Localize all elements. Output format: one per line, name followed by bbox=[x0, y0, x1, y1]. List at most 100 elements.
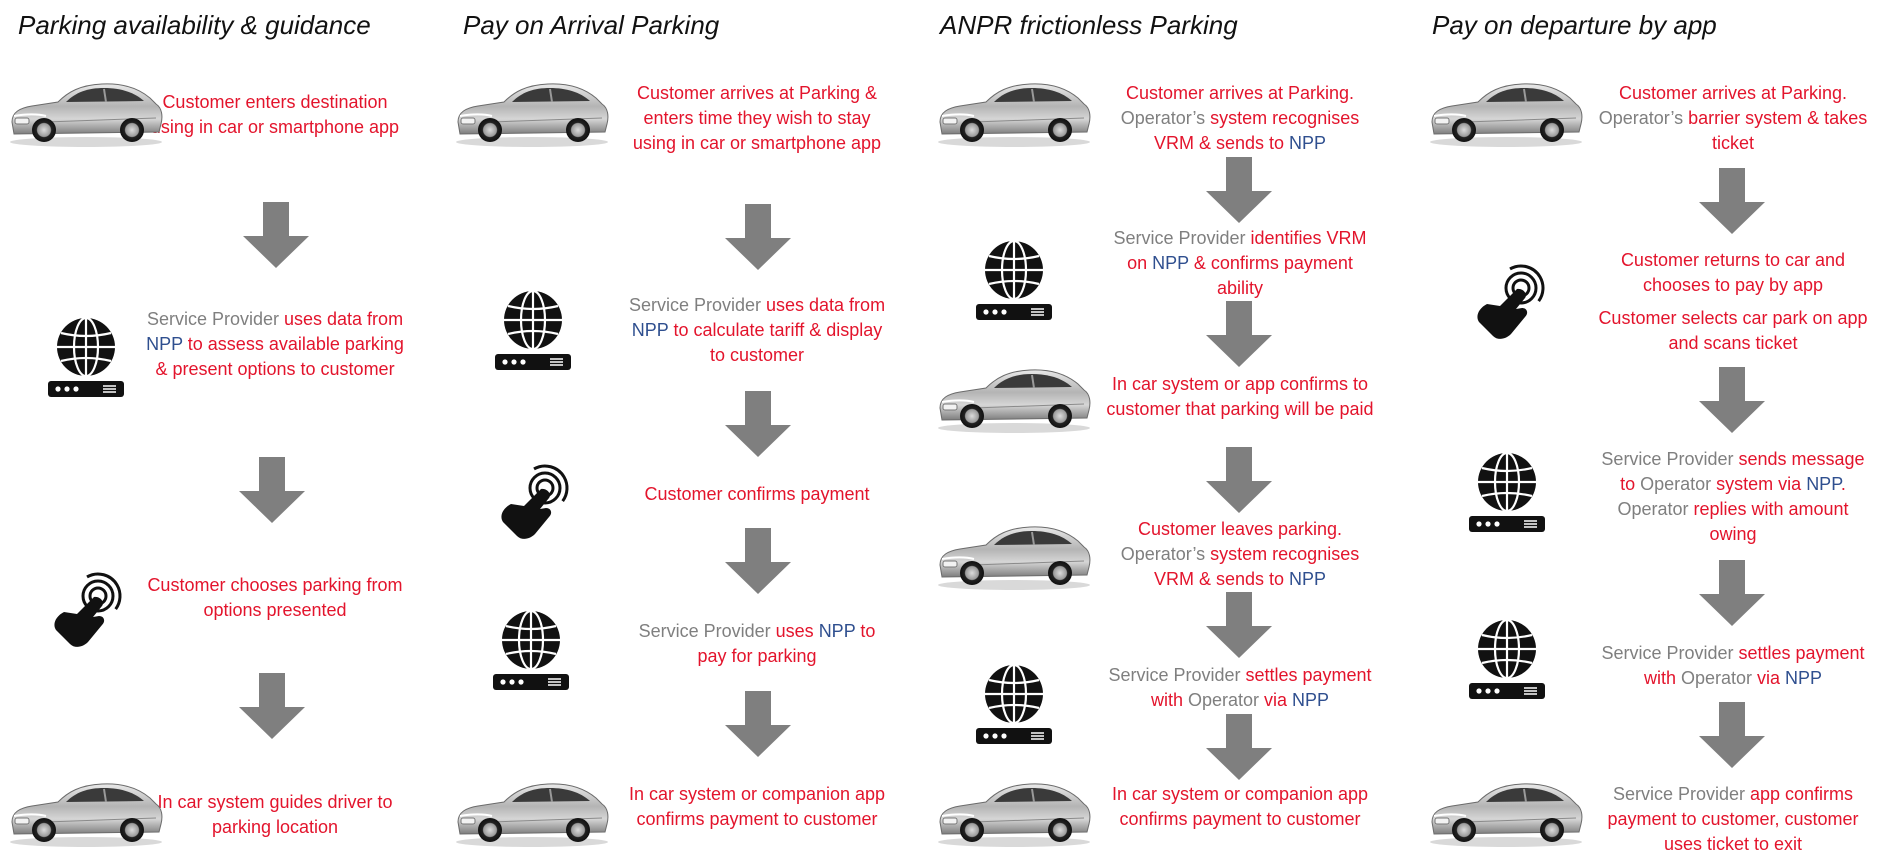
down-arrow-icon bbox=[1699, 560, 1765, 626]
step-text-segment: app confirms payment to customer, custom… bbox=[1607, 784, 1859, 854]
step-text-segment: Customer returns to car and chooses to p… bbox=[1620, 250, 1846, 295]
step-text: Customer arrives at Parking. Operator’s … bbox=[1598, 81, 1868, 156]
step-text-segment: to pay for parking bbox=[697, 621, 876, 666]
car-icon bbox=[934, 358, 1094, 439]
step-text-segment: Customer arrives at Parking. bbox=[1125, 83, 1355, 103]
step-text-segment: Operator bbox=[1640, 474, 1712, 494]
step-text-segment: NPP bbox=[146, 334, 183, 354]
step-text-segment: NPP bbox=[818, 621, 856, 641]
step-text-segment: Service Provider bbox=[1601, 643, 1739, 663]
step-text-segment: In car system guides driver to parking l… bbox=[157, 792, 393, 837]
column-title: Pay on departure by app bbox=[1432, 10, 1717, 40]
column-title: ANPR frictionless Parking bbox=[940, 10, 1238, 40]
step-text-segment: NPP bbox=[631, 320, 669, 340]
globe-server-icon bbox=[974, 662, 1054, 751]
step-text-segment: & confirms payment ability bbox=[1188, 253, 1353, 298]
step-text: Customer arrives at Parking & enters tim… bbox=[622, 81, 892, 156]
down-arrow-icon bbox=[1206, 301, 1272, 367]
globe-server-icon bbox=[1467, 617, 1547, 706]
car-icon bbox=[6, 72, 166, 153]
car-icon bbox=[934, 772, 1094, 853]
step-text-segment: settles payment with bbox=[1150, 665, 1372, 710]
step-text-segment: Service Provider bbox=[1601, 449, 1739, 469]
step-text-segment: Service Provider bbox=[1612, 784, 1750, 804]
step-text-segment: Operator bbox=[1680, 668, 1753, 688]
step-text-segment: Customer chooses parking from options pr… bbox=[147, 575, 403, 620]
down-arrow-icon bbox=[1206, 447, 1272, 513]
step-text: In car system or companion app confirms … bbox=[622, 782, 892, 832]
step-text-segment: replies with amount owing bbox=[1688, 499, 1849, 544]
step-text-segment: Customer confirms payment bbox=[644, 484, 870, 504]
down-arrow-icon bbox=[239, 673, 305, 739]
down-arrow-icon bbox=[239, 457, 305, 523]
step-text-segment: sends message to bbox=[1620, 449, 1865, 494]
step-text-segment: Service Provider bbox=[1113, 228, 1251, 248]
step-text: Service Provider app confirms payment to… bbox=[1598, 782, 1868, 857]
step-text: Customer selects car park on app and sca… bbox=[1598, 306, 1868, 356]
step-text: In car system or app confirms to custome… bbox=[1105, 372, 1375, 422]
car-icon bbox=[6, 772, 166, 853]
step-text-segment: Customer arrives at Parking & enters tim… bbox=[632, 83, 882, 153]
down-arrow-icon bbox=[1699, 367, 1765, 433]
step-text: Customer chooses parking from options pr… bbox=[140, 573, 410, 623]
step-text-segment: barrier system & takes ticket bbox=[1688, 108, 1868, 153]
column-title: Parking availability & guidance bbox=[18, 10, 371, 40]
car-icon bbox=[452, 72, 612, 153]
step-text: In car system or companion app confirms … bbox=[1105, 782, 1375, 832]
down-arrow-icon bbox=[725, 204, 791, 270]
step-text: Customer returns to car and chooses to p… bbox=[1598, 248, 1868, 298]
step-text-segment: system via bbox=[1711, 474, 1807, 494]
step-text-segment: system recognises VRM & sends to bbox=[1153, 108, 1360, 153]
step-text: Customer leaves parking. Operator’s syst… bbox=[1105, 517, 1375, 592]
step-text: Service Provider settles payment with Op… bbox=[1105, 663, 1375, 713]
step-text-segment: NPP bbox=[1152, 253, 1189, 273]
step-text-segment: system recognises VRM & sends to bbox=[1153, 544, 1360, 589]
globe-server-icon bbox=[1467, 450, 1547, 539]
step-text-segment: Service Provider bbox=[1108, 665, 1246, 685]
step-text: Service Provider uses data from NPP to a… bbox=[140, 307, 410, 382]
touch-icon bbox=[493, 462, 573, 547]
step-text: Service Provider identifies VRM on NPP &… bbox=[1105, 226, 1375, 301]
down-arrow-icon bbox=[1206, 714, 1272, 780]
step-text-segment: . bbox=[1840, 474, 1846, 494]
step-text-segment: Customer selects car park on app and sca… bbox=[1598, 308, 1868, 353]
step-text-segment: In car system or app confirms to custome… bbox=[1106, 374, 1374, 419]
step-text-segment: In car system or companion app confirms … bbox=[1111, 784, 1369, 829]
globe-server-icon bbox=[491, 608, 571, 697]
step-text-segment: Customer leaves parking. bbox=[1137, 519, 1343, 539]
down-arrow-icon bbox=[1206, 592, 1272, 658]
step-text-segment: Operator’s bbox=[1598, 108, 1689, 128]
down-arrow-icon bbox=[1699, 702, 1765, 768]
step-text-segment: to calculate tariff & display to custome… bbox=[668, 320, 883, 365]
step-text: Service Provider uses data from NPP to c… bbox=[622, 293, 892, 368]
down-arrow-icon bbox=[1699, 168, 1765, 234]
down-arrow-icon bbox=[725, 391, 791, 457]
step-text-segment: NPP bbox=[1289, 133, 1327, 153]
step-text-segment: identifies VRM on bbox=[1127, 228, 1367, 273]
touch-icon bbox=[1469, 262, 1549, 347]
down-arrow-icon bbox=[243, 202, 309, 268]
down-arrow-icon bbox=[725, 691, 791, 757]
down-arrow-icon bbox=[725, 528, 791, 594]
step-text-segment: Service Provider bbox=[146, 309, 284, 329]
car-icon bbox=[934, 515, 1094, 596]
step-text-segment: Customer enters destination using in car… bbox=[150, 92, 400, 137]
car-icon bbox=[934, 72, 1094, 153]
step-text-segment: NPP bbox=[1289, 569, 1327, 589]
step-text-segment: via bbox=[1752, 668, 1786, 688]
step-text-segment: Customer arrives at Parking. bbox=[1618, 83, 1848, 103]
step-text-segment: In car system or companion app confirms … bbox=[628, 784, 886, 829]
step-text-segment: Operator’s bbox=[1120, 108, 1211, 128]
step-text-segment: NPP bbox=[1292, 690, 1330, 710]
step-text-segment: uses data from bbox=[284, 309, 404, 329]
step-text: Customer arrives at Parking. Operator’s … bbox=[1105, 81, 1375, 156]
step-text-segment: Service Provider bbox=[638, 621, 776, 641]
step-text-segment: Operator’s bbox=[1120, 544, 1211, 564]
step-text-segment: NPP bbox=[1785, 668, 1823, 688]
globe-server-icon bbox=[46, 315, 126, 404]
step-text-segment: Service Provider bbox=[628, 295, 766, 315]
column-title: Pay on Arrival Parking bbox=[463, 10, 720, 40]
touch-icon bbox=[46, 570, 126, 655]
step-text: Service Provider uses NPP to pay for par… bbox=[622, 619, 892, 669]
step-text-segment: Operator bbox=[1617, 499, 1689, 519]
